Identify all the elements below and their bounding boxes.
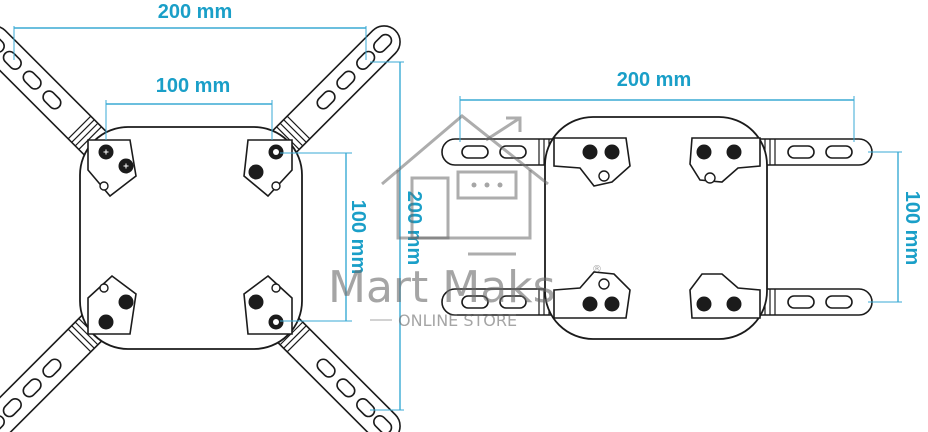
right-side-dimension-label: 100 mm bbox=[901, 191, 923, 266]
left-right-inner-dimension-label: 100 mm bbox=[347, 200, 369, 275]
right-arm-top-right bbox=[753, 138, 873, 166]
left-inner-dimension: 100 mm bbox=[105, 75, 273, 140]
right-plate-bottom-right bbox=[689, 273, 761, 319]
left-plate-bottom-right bbox=[243, 274, 293, 335]
left-arm-top-left bbox=[0, 18, 113, 161]
house-icon bbox=[381, 114, 549, 256]
right-arm-bottom-right bbox=[753, 288, 873, 316]
right-plate-top-right bbox=[689, 137, 761, 184]
left-plate-top-right bbox=[243, 139, 293, 198]
watermark-brand: Mart Maks bbox=[328, 262, 556, 313]
left-plate-top-left bbox=[87, 139, 137, 198]
watermark-tagline: ONLINE STORE bbox=[398, 311, 517, 330]
left-arm-top-right bbox=[265, 18, 408, 161]
right-arm-top-left bbox=[441, 138, 561, 166]
right-view: 200 mm 100 mm bbox=[441, 69, 923, 340]
right-top-dimension-label: 200 mm bbox=[617, 69, 692, 91]
left-top-dimension-label: 200 mm bbox=[158, 1, 233, 23]
left-right-outer-dimension: 200 mm bbox=[370, 61, 425, 411]
right-plate-bottom-left bbox=[553, 271, 631, 319]
left-plate-bottom-left bbox=[87, 274, 137, 335]
watermark: Mart Maks ® ONLINE STORE bbox=[328, 114, 602, 330]
right-top-dimension: 200 mm bbox=[459, 69, 855, 142]
left-right-outer-dimension-label: 200 mm bbox=[403, 191, 425, 266]
left-right-inner-dimension: 100 mm bbox=[280, 152, 369, 322]
right-side-dimension: 100 mm bbox=[868, 151, 923, 303]
watermark-registered-mark: ® bbox=[592, 264, 602, 275]
left-view: 200 mm 100 mm 100 mm 200 mm bbox=[0, 1, 425, 432]
right-plate-top-left bbox=[553, 137, 631, 187]
left-top-dimension: 200 mm bbox=[13, 1, 367, 60]
left-inner-dimension-label: 100 mm bbox=[156, 75, 231, 97]
